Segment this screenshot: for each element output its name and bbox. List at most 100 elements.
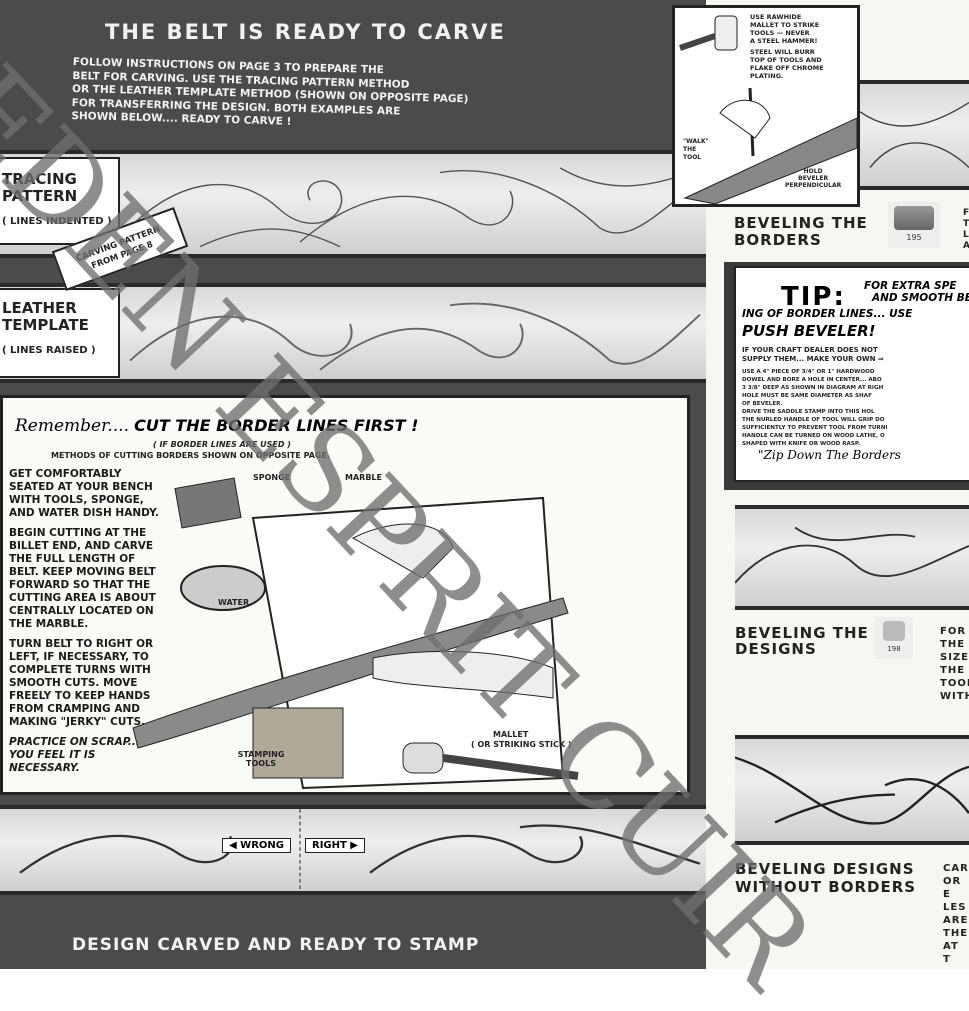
title-line: DESIGNS bbox=[735, 640, 817, 658]
callout-mallet: MALLET bbox=[493, 730, 529, 739]
carving-illustration bbox=[132, 477, 579, 790]
stamping-tools-block bbox=[252, 707, 344, 779]
tip-line: IF YOUR CRAFT DEALER DOES NOT bbox=[742, 346, 878, 354]
headline-line: AND SMOOTH BE bbox=[872, 292, 969, 304]
title-line: BEVELING DESIGNS bbox=[735, 860, 915, 878]
right-label: RIGHT ▶ bbox=[305, 838, 365, 853]
text-line: FOR bbox=[940, 626, 967, 637]
text-line: THE bbox=[940, 639, 966, 650]
text-line: LES bbox=[943, 902, 967, 913]
hand bbox=[719, 99, 771, 139]
note-line: PERPENDICULAR bbox=[785, 182, 842, 189]
text-line: L bbox=[963, 230, 969, 240]
belt-strip bbox=[683, 117, 857, 204]
title-line: BORDERS bbox=[734, 231, 822, 249]
mallet-head bbox=[402, 742, 444, 774]
heading-sub2: METHODS OF CUTTING BORDERS SHOWN ON OPPO… bbox=[51, 451, 330, 460]
tip-body-line: USE A 4" PIECE OF 3/4" OR 1" HARDWOOD bbox=[742, 369, 875, 375]
note-line: MALLET TO STRIKE bbox=[750, 21, 820, 29]
tip-body-line: SUFFICIENTLY TO PREVENT TOOL FROM TURNI bbox=[742, 425, 888, 431]
note-line: HOLD bbox=[803, 168, 823, 175]
note-line: TOOLS — NEVER bbox=[750, 29, 810, 37]
tip-body-line: HANDLE CAN BE TURNED ON WOOD LATHE, O bbox=[742, 433, 885, 439]
intro-text: FOLLOW INSTRUCTIONS ON PAGE 3 TO PREPARE… bbox=[71, 56, 533, 136]
label-sub: ( LINES RAISED ) bbox=[2, 345, 96, 356]
note-line: TOOL bbox=[683, 154, 702, 161]
tracing-pattern-label: TRACING PATTERN ( LINES INDENTED ) bbox=[0, 157, 120, 245]
belt-illustration bbox=[132, 597, 569, 749]
note-line: BEVELER bbox=[798, 175, 829, 182]
tool-icon bbox=[883, 621, 905, 641]
text-line: TOOL bbox=[940, 678, 969, 689]
callout-water: WATER bbox=[218, 598, 250, 607]
instructions: GET COMFORTABLY SEATED AT YOUR BENCH WIT… bbox=[9, 468, 159, 775]
instruction-panel: Remember.... CUT THE BORDER LINES FIRST … bbox=[0, 395, 690, 795]
heading-main: CUT THE BORDER LINES FIRST ! bbox=[134, 416, 419, 435]
tip-slogan: "Zip Down The Borders bbox=[758, 448, 901, 462]
para: BEGIN CUTTING AT THE BILLET END, AND CAR… bbox=[9, 527, 156, 630]
heading-sub: ( IF BORDER LINES ARE USED ) bbox=[153, 440, 291, 449]
text-line: ARE bbox=[943, 915, 969, 926]
label-title: TRACING bbox=[2, 170, 77, 188]
title-line: BEVELING THE bbox=[735, 624, 869, 642]
para: GET COMFORTABLY SEATED AT YOUR BENCH WIT… bbox=[9, 468, 159, 519]
text-line: WITH bbox=[940, 691, 969, 702]
section2-text: FORTHESIZETHETOOLWITH bbox=[940, 625, 969, 703]
text-line: THE bbox=[943, 928, 969, 939]
text-line: AT T bbox=[943, 941, 959, 965]
water-dish bbox=[180, 565, 266, 611]
callout-stamping-tools: STAMPING TOOLS bbox=[237, 750, 285, 768]
right-text: RIGHT bbox=[312, 840, 347, 851]
wrong-text: WRONG bbox=[240, 840, 284, 851]
heading-script: Remember.... bbox=[15, 416, 129, 436]
tool-number: 195 bbox=[906, 233, 922, 242]
wrong-label: ◀ WRONG bbox=[222, 838, 291, 853]
hand bbox=[372, 650, 554, 699]
tip-headline3: ING OF BORDER LINES... USE bbox=[742, 308, 913, 320]
tip-body-line: OF BEVELER. bbox=[742, 401, 783, 407]
tip-body-line: 3 3/8" DEEP AS SHOWN IN DIAGRAM AT RIGH bbox=[742, 385, 884, 391]
sponge bbox=[174, 477, 242, 529]
tool-195: 195 bbox=[888, 202, 940, 248]
tool-number: 198 bbox=[887, 645, 901, 653]
para: TURN BELT TO RIGHT OR LEFT, IF NECESSARY… bbox=[9, 638, 154, 728]
note-line: TOP OF TOOLS AND bbox=[750, 56, 822, 64]
page-title: THE BELT IS READY TO CARVE bbox=[105, 20, 506, 44]
text-line: SIZE bbox=[940, 652, 969, 663]
belt-borders-beveled bbox=[735, 505, 969, 610]
beveler-drawing bbox=[679, 15, 857, 204]
note-line: A STEEL HAMMER! bbox=[750, 37, 818, 45]
note-line: THE bbox=[683, 146, 697, 153]
text-line: A bbox=[963, 241, 969, 251]
note-line: "WALK" bbox=[683, 138, 709, 145]
tip-body-line: DRIVE THE SADDLE STAMP INTO THIS HOL bbox=[742, 409, 875, 415]
tip-label: TIP: bbox=[781, 282, 846, 312]
tool-icon bbox=[894, 206, 934, 230]
tip-body-line: THE NURLED HANDLE OF TOOL WILL GRIP DO bbox=[742, 417, 885, 423]
title-line: BEVELING THE bbox=[734, 214, 868, 232]
leather-template-label: LEATHER TEMPLATE ( LINES RAISED ) bbox=[0, 288, 120, 378]
label-title: TEMPLATE bbox=[2, 316, 89, 334]
note-line: USE RAWHIDE bbox=[750, 13, 802, 21]
text-line: T bbox=[963, 219, 969, 229]
callout-mallet-sub: ( OR STRIKING STICK ) bbox=[471, 740, 572, 749]
note-line: PLATING. bbox=[750, 72, 784, 80]
headline-line: FOR EXTRA SPE bbox=[864, 280, 957, 292]
para: PRACTICE ON SCRAP... IF YOU FEEL IT IS N… bbox=[9, 736, 155, 774]
panel-heading: Remember.... CUT THE BORDER LINES FIRST … bbox=[15, 416, 418, 436]
bottom-caption: DESIGN CARVED AND READY TO STAMP bbox=[72, 935, 480, 955]
label-title: LEATHER bbox=[2, 299, 77, 317]
tip-line: SUPPLY THEM... MAKE YOUR OWN ⇒ bbox=[742, 355, 884, 363]
mallet-icon bbox=[714, 15, 738, 51]
